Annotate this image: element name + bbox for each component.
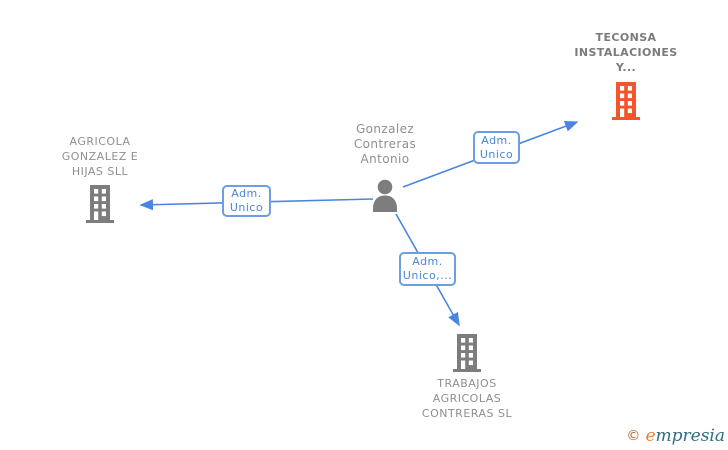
company-name[interactable]: AGRICOLA GONZALEZ E HIJAS SLL xyxy=(40,134,160,179)
person-name-line: Contreras xyxy=(353,137,417,151)
edge-label-line: Unico xyxy=(229,201,264,214)
company-node-trabajos[interactable]: TRABAJOS AGRICOLAS CONTRERAS SL xyxy=(407,334,527,421)
company-name[interactable]: TRABAJOS AGRICOLAS CONTRERAS SL xyxy=(407,376,527,421)
empresia-logo-e: e xyxy=(645,426,656,446)
company-name-line: CONTRERAS SL xyxy=(421,407,513,420)
company-node-agricola[interactable]: AGRICOLA GONZALEZ E HIJAS SLL xyxy=(40,134,160,223)
edge-label-line: Adm. xyxy=(412,255,443,268)
edge-label-line: Unico xyxy=(479,147,514,161)
person-name-line: Gonzalez xyxy=(355,122,415,136)
edge-label-adm-unico-teconsa[interactable]: Adm. Unico xyxy=(473,131,520,164)
edge-label-adm-unico-trabajos[interactable]: Adm. Unico,... xyxy=(399,252,456,286)
edge-label-line: Adm. xyxy=(481,133,512,147)
company-name-line: GONZALEZ E xyxy=(61,150,139,163)
company-name-line: TRABAJOS xyxy=(437,377,497,390)
building-icon[interactable] xyxy=(611,82,641,120)
person-icon[interactable] xyxy=(370,179,400,213)
person-name-line: Antonio xyxy=(360,152,410,166)
empresia-logo-text: empresia xyxy=(645,426,725,446)
copyright-icon: © xyxy=(626,428,641,444)
company-name-line: TECONSA xyxy=(595,31,657,44)
person-node-gonzalez-contreras-antonio[interactable]: Gonzalez Contreras Antonio xyxy=(325,122,445,213)
company-name-line: HIJAS SLL xyxy=(71,165,129,178)
building-icon[interactable] xyxy=(452,334,482,372)
edge-label-adm-unico-agricola[interactable]: Adm. Unico xyxy=(222,185,271,217)
edge-label-line: Adm. xyxy=(231,187,262,200)
building-icon[interactable] xyxy=(85,185,115,223)
company-name[interactable]: TECONSA INSTALACIONES Y... xyxy=(566,30,686,75)
empresia-watermark: © empresia xyxy=(626,426,725,446)
edge-label-line: Unico,... xyxy=(402,269,453,282)
company-name-line: Y... xyxy=(615,61,637,74)
person-name[interactable]: Gonzalez Contreras Antonio xyxy=(325,122,445,167)
company-name-line: AGRICOLAS xyxy=(432,392,502,405)
company-name-line: INSTALACIONES xyxy=(574,46,678,59)
empresia-logo-rest: mpresia xyxy=(655,426,726,446)
company-node-teconsa[interactable]: TECONSA INSTALACIONES Y... xyxy=(566,30,686,120)
company-name-line: AGRICOLA xyxy=(69,135,131,148)
